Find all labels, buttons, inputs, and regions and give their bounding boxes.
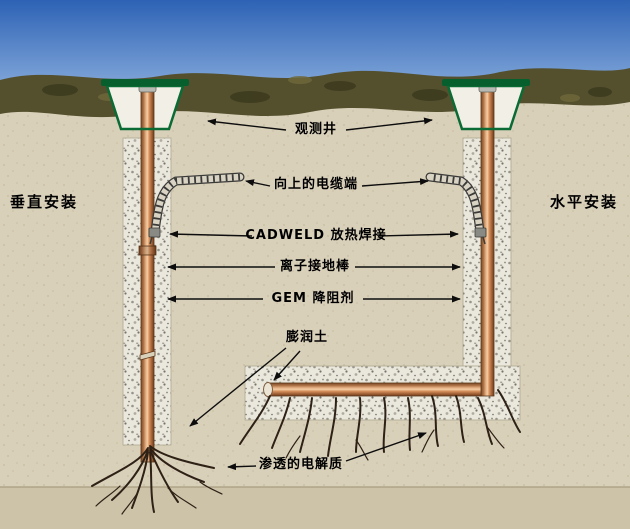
label-electrolyte: 渗透的电解质 — [258, 457, 344, 472]
left-ground-rod — [138, 83, 157, 463]
left-upward-cable — [150, 172, 245, 237]
right-upward-cable — [425, 172, 485, 237]
label-gem: GEM 降阻剂 — [271, 291, 355, 306]
label-upward-cable-end: 向上的电缆端 — [273, 177, 359, 192]
right-ground-rod — [263, 83, 497, 397]
left-cadweld-clamp — [148, 227, 161, 245]
callout-arrows — [167, 117, 461, 471]
label-observation-well: 观测井 — [294, 122, 338, 137]
label-bentonite: 膨润土 — [285, 330, 329, 345]
soil — [0, 88, 630, 529]
label-horizontal-installation: 水平安装 — [549, 193, 619, 211]
right-cadweld-clamp — [474, 227, 487, 245]
left-electrolyte-roots — [91, 445, 223, 515]
observation-well-left — [101, 79, 189, 131]
label-ion-ground-rod: 离子接地棒 — [279, 259, 351, 274]
right-electrolyte-roots — [239, 389, 521, 461]
subsoil-layer — [0, 486, 630, 529]
label-cadweld: CADWELD 放热焊接 — [245, 228, 387, 243]
observation-well-right — [442, 79, 530, 131]
label-vertical-installation: 垂直安装 — [9, 193, 79, 211]
